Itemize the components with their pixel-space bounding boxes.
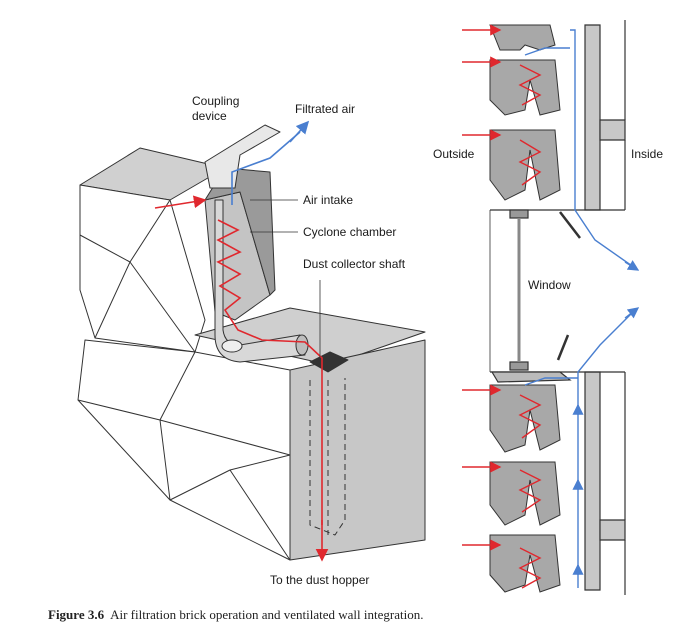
caption-number: Figure 3.6 (48, 607, 105, 622)
label-dust-shaft: Dust collector shaft (303, 257, 406, 271)
label-cyclone-chamber: Cyclone chamber (303, 225, 396, 239)
intake-arrow (154, 195, 207, 209)
air-filtration-diagram: Coupling device Filtrated air Air intake… (77, 20, 663, 595)
tube-end (295, 334, 309, 356)
inner-wall-upper (584, 24, 601, 211)
wall-brick-6 (489, 534, 561, 593)
label-air-intake: Air intake (303, 193, 353, 207)
brick-upper-facets (79, 199, 196, 353)
window-sill (490, 371, 572, 383)
wall-brick-4 (489, 384, 561, 453)
inner-wall-flange (599, 119, 626, 141)
label-outside: Outside (433, 147, 475, 161)
wall-inside-arrow-out (624, 260, 640, 271)
filtrated-air-path (231, 131, 301, 205)
label-inside: Inside (631, 147, 663, 161)
wall-zigzag-3 (518, 394, 542, 439)
window-hinge-top (559, 211, 581, 239)
label-window: Window (528, 278, 571, 292)
wall-zigzag-4 (518, 469, 542, 513)
caption-text: Air filtration brick operation and venti… (110, 607, 424, 622)
wall-zigzag-1 (518, 64, 542, 106)
inner-wall-lower (584, 371, 601, 591)
wall-zigzag-5 (518, 547, 542, 589)
label-filtrated-air: Filtrated air (295, 102, 355, 116)
wall-brick-5 (489, 461, 561, 526)
wall-upper-outlets (524, 47, 570, 56)
dust-shaft-dashed (309, 378, 346, 536)
wall-lower-outlets (524, 377, 578, 386)
figure-caption: Figure 3.6 Air filtration brick operation… (48, 607, 688, 623)
brick-lower-side (289, 339, 426, 561)
brick-drawing (77, 124, 426, 561)
wall-section (489, 20, 626, 595)
label-to-hopper: To the dust hopper (270, 573, 369, 587)
brick-leaders (250, 199, 321, 360)
tube-bottom (221, 339, 243, 353)
cyclone-spiral (216, 219, 323, 525)
coupling-device-shape (204, 124, 281, 189)
wall-bricks (489, 24, 561, 593)
wall-zigzag-2 (518, 139, 542, 186)
label-coupling-line1: Coupling (192, 94, 239, 108)
wall-airflow (462, 24, 640, 589)
brick-lower-facets (77, 351, 291, 561)
filtrated-air-arrow (289, 120, 310, 143)
wall-upper-channel (570, 29, 636, 269)
window-frame-top (509, 209, 529, 219)
inner-wall-flange-low (599, 519, 626, 541)
label-coupling-line2: device (192, 109, 227, 123)
window-frame-bottom (509, 361, 529, 371)
brick-airflow (154, 120, 329, 562)
wall-inside-arrow-in (624, 307, 640, 319)
brick-upper-front (79, 184, 206, 353)
wall-brick-1 (489, 24, 556, 51)
window-hinge-bottom (556, 334, 570, 361)
